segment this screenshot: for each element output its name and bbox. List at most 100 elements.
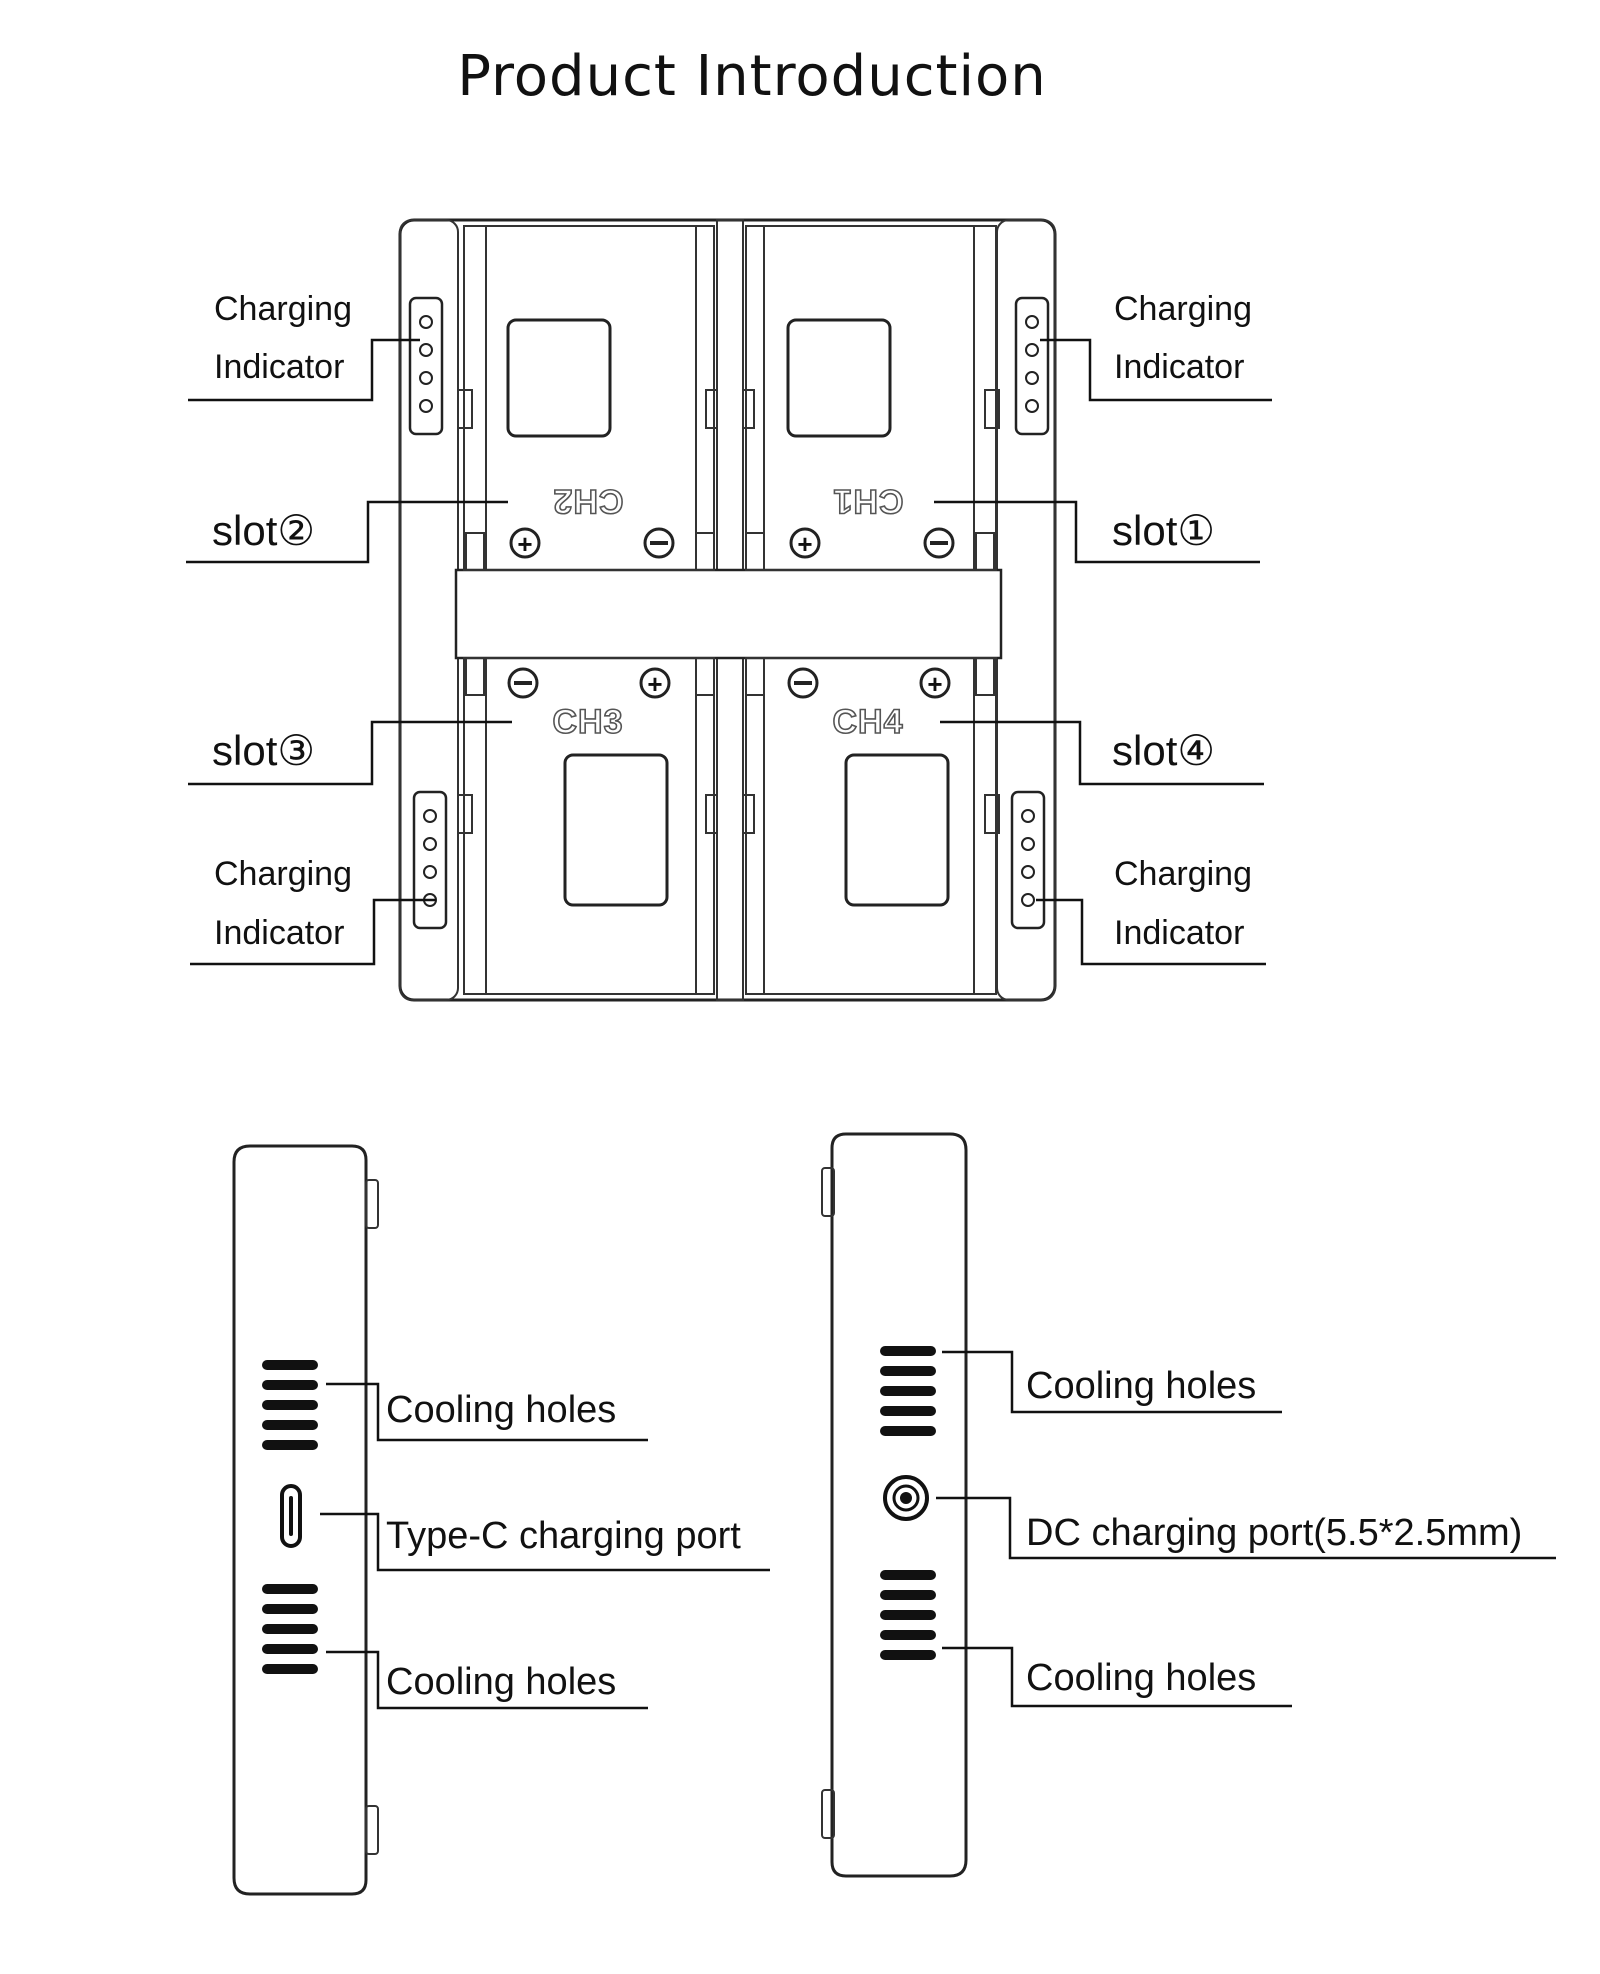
slot-1-inner [763, 225, 975, 571]
vent-slot [262, 1664, 318, 1674]
led-icon [1025, 371, 1039, 385]
plus-terminal-icon [509, 527, 541, 559]
leader-line [940, 720, 1264, 786]
side-left-foot-bottom [365, 1805, 379, 1855]
ch3-label: CH3 [552, 703, 623, 741]
slot-2-clip-left [465, 532, 485, 571]
vent-slot [880, 1650, 936, 1660]
led-icon [1021, 893, 1035, 907]
vent-slot [880, 1426, 936, 1436]
slot-3-clip-left [465, 657, 485, 696]
slot-2-latch-2 [705, 389, 718, 429]
indicator-strip-bottom-left [412, 790, 448, 930]
led-icon [1025, 399, 1039, 413]
led-icon [1025, 315, 1039, 329]
cooling-holes-label-left-top: Cooling holes [386, 1389, 616, 1431]
vent-slot [262, 1644, 318, 1654]
cooling-vent-top-right [880, 1346, 936, 1436]
led-icon [1021, 837, 1035, 851]
led-icon [423, 865, 437, 879]
minus-sign [930, 541, 948, 545]
side-left-foot-top [365, 1179, 379, 1229]
vent-slot [262, 1420, 318, 1430]
vent-slot [262, 1584, 318, 1594]
leader-line [1040, 338, 1272, 402]
cooling-holes-label-right-top: Cooling holes [1026, 1365, 1256, 1407]
leader-line [326, 1650, 648, 1710]
ch1-label: CH1 [832, 482, 903, 520]
leader-line [1036, 898, 1266, 966]
indicator-strip-top-left [408, 296, 444, 436]
usb-c-port-icon [280, 1484, 302, 1548]
indicator-strip-bottom-right [1010, 790, 1046, 930]
ch4-label: CH4 [832, 703, 903, 741]
vent-slot [262, 1380, 318, 1390]
slot-1: CH1 + [742, 225, 1000, 571]
middle-crossbar [454, 568, 1003, 660]
cooling-holes-label-left-bottom: Cooling holes [386, 1661, 616, 1703]
led-icon [419, 343, 433, 357]
slot-3-window [563, 753, 669, 907]
slot-1-latch [742, 389, 755, 429]
vent-slot [880, 1570, 936, 1580]
led-housing [412, 790, 448, 930]
led-housing [408, 296, 444, 436]
led-icon [1021, 809, 1035, 823]
slot-3: CH3 + [457, 657, 718, 995]
slot-3-latch-2 [705, 794, 718, 834]
slot-4: CH4 + [742, 657, 1000, 995]
vent-slot [262, 1624, 318, 1634]
leader-line [188, 720, 512, 786]
slot-4-label: slot④ [1112, 727, 1215, 774]
vent-slot [880, 1590, 936, 1600]
top-view-callouts: Charging Indicator Charging Indicator sl… [186, 290, 1272, 966]
led-icon [423, 837, 437, 851]
plus-terminal-icon [639, 667, 671, 699]
slot-1-window [786, 318, 892, 438]
plus-terminal-icon [789, 527, 821, 559]
vent-slot [262, 1440, 318, 1450]
led-icon [419, 399, 433, 413]
charging-indicator-label-br-1: Charging [1114, 855, 1252, 893]
charging-indicator-label-bl-2: Indicator [214, 914, 344, 952]
slot-4-clip-right [975, 657, 995, 696]
slot-2-inner [485, 225, 697, 571]
plus-sign: + [797, 529, 812, 559]
cooling-vent-bottom-left [262, 1584, 318, 1674]
plus-sign: + [927, 669, 942, 699]
slot-3-label: slot③ [212, 727, 315, 774]
slot-3-latch [457, 794, 473, 834]
vent-slot [880, 1610, 936, 1620]
plus-sign: + [517, 529, 532, 559]
indicator-strip-top-right [1014, 296, 1050, 436]
vent-slot [262, 1400, 318, 1410]
leader-line [934, 500, 1260, 564]
leader-line [188, 338, 420, 402]
dc-port-label: DC charging port(5.5*2.5mm) [1026, 1512, 1522, 1554]
type-c-port-label: Type-C charging port [386, 1515, 741, 1557]
led-icon [419, 315, 433, 329]
cooling-vent-bottom-right [880, 1570, 936, 1660]
slot-4-latch-2 [984, 794, 1000, 834]
cooling-vent-top-left [262, 1360, 318, 1450]
cooling-holes-label-right-bottom: Cooling holes [1026, 1657, 1256, 1699]
slot-4-latch [742, 794, 755, 834]
slot-2: CH2 + [457, 225, 718, 571]
charging-indicator-label-tl-2: Indicator [214, 348, 344, 386]
charging-indicator-label-tl-1: Charging [214, 290, 352, 328]
charger-top-view: CH2 + CH1 + [398, 218, 1057, 1002]
vent-slot [880, 1346, 936, 1356]
leader-line [942, 1646, 1292, 1708]
slot-4-window [844, 753, 950, 907]
charging-indicator-label-br-2: Indicator [1114, 914, 1244, 952]
vent-slot [262, 1360, 318, 1370]
leader-line [942, 1350, 1282, 1414]
vent-slot [880, 1630, 936, 1640]
led-icon [423, 809, 437, 823]
vent-slot [880, 1406, 936, 1416]
led-icon [1021, 865, 1035, 879]
slot-1-label: slot① [1112, 507, 1215, 554]
dc-port-icon [883, 1475, 929, 1521]
